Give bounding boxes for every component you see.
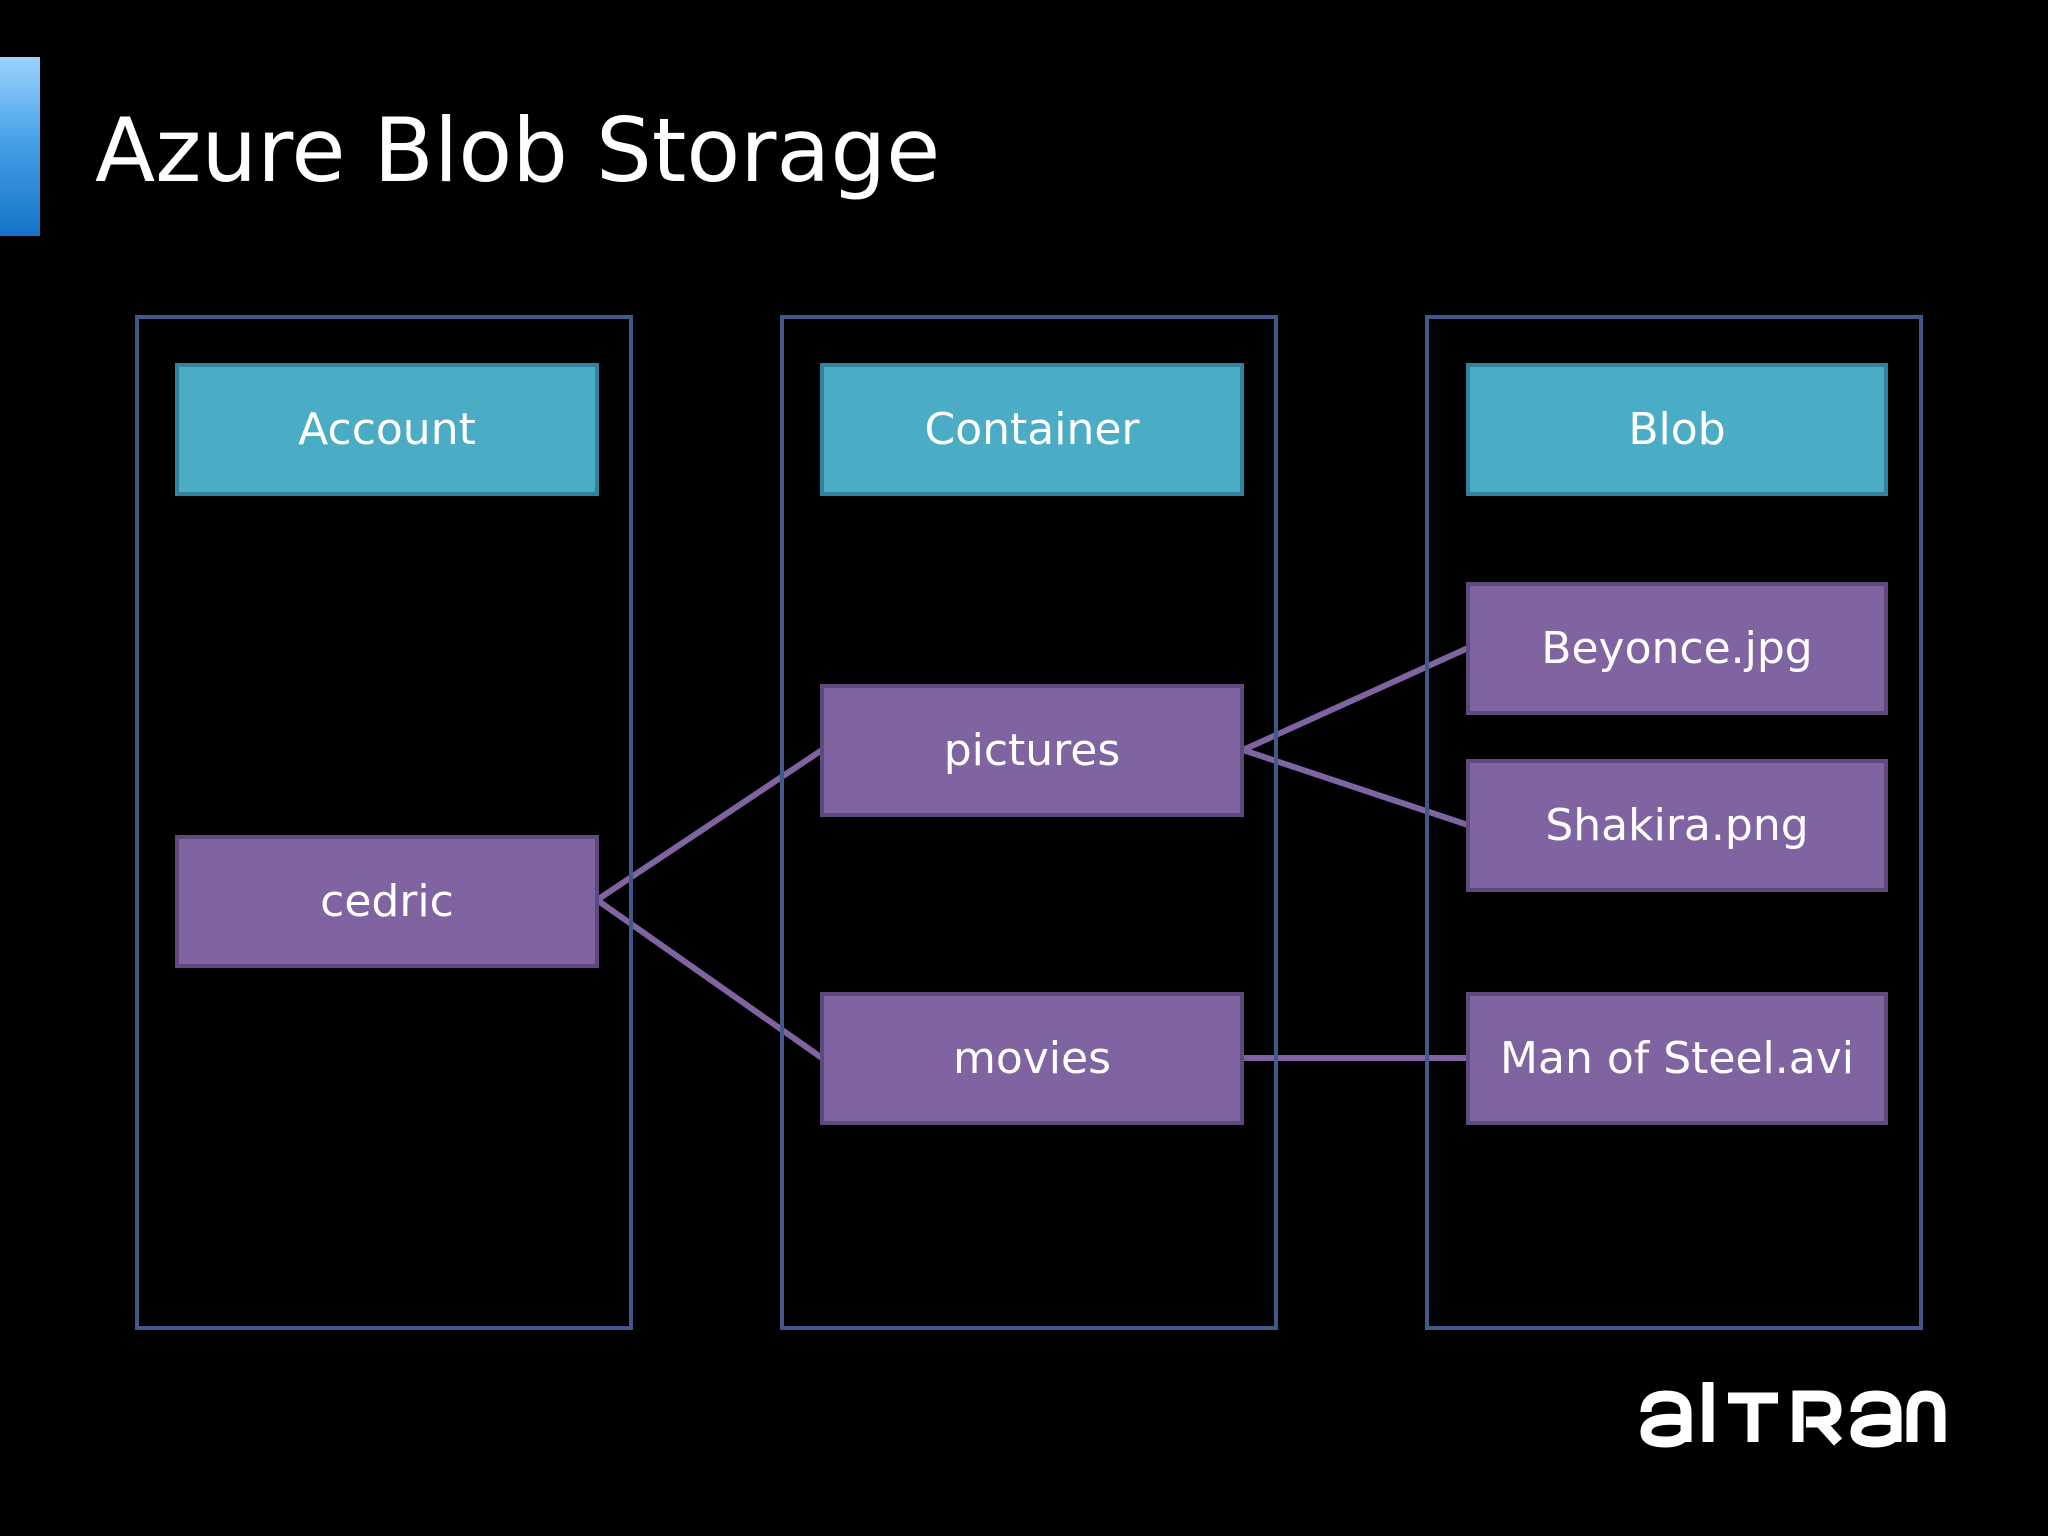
blob-node-man-of-steel: Man of Steel.avi bbox=[1466, 992, 1888, 1125]
blob-node-beyonce: Beyonce.jpg bbox=[1466, 582, 1888, 715]
altran-logo bbox=[1640, 1382, 1946, 1448]
blob-header: Blob bbox=[1466, 363, 1888, 496]
container-header: Container bbox=[820, 363, 1244, 496]
container-column bbox=[780, 315, 1278, 1330]
title-accent-bar bbox=[0, 57, 40, 236]
account-column bbox=[135, 315, 633, 1330]
slide-title: Azure Blob Storage bbox=[95, 99, 941, 202]
account-node-cedric: cedric bbox=[175, 835, 599, 968]
container-node-pictures: pictures bbox=[820, 684, 1244, 817]
account-header: Account bbox=[175, 363, 599, 496]
blob-node-shakira: Shakira.png bbox=[1466, 759, 1888, 892]
blob-column bbox=[1425, 315, 1923, 1330]
container-node-movies: movies bbox=[820, 992, 1244, 1125]
